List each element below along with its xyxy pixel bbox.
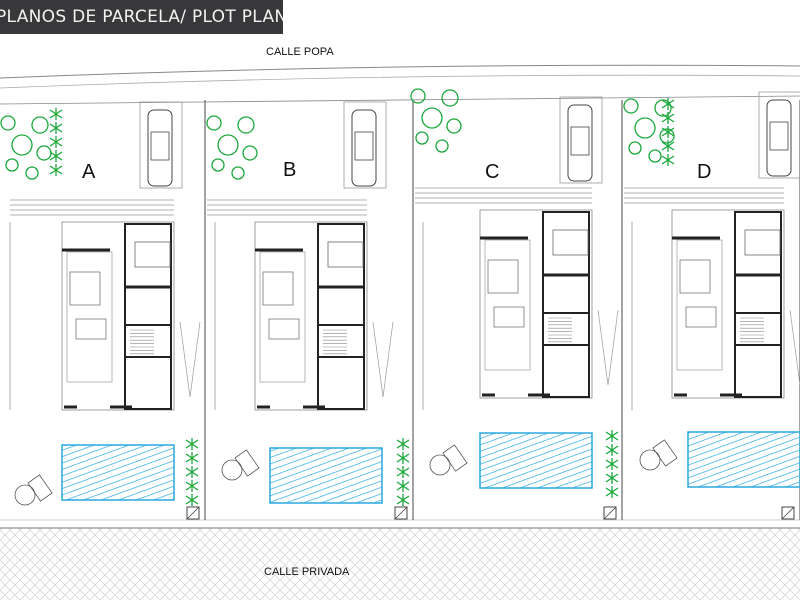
sofa-icon [487,259,519,294]
swimming-pool [687,431,800,488]
lounger-icon [27,474,53,502]
palm-icon [185,438,199,450]
tree-icon [421,107,443,129]
page-title: PLANOS DE PARCELA/ PLOT PLANE [0,0,283,34]
plot-a: A [0,100,206,520]
patio-table-icon [639,449,661,471]
palm-icon [396,438,410,450]
parking-space [758,91,800,179]
swimming-pool [61,444,175,501]
private-street-paving [0,528,800,600]
plot-c: C [410,88,623,520]
patio-table-icon [221,459,243,481]
street-label-bottom: CALLE PRIVADA [264,566,350,578]
plot-b: B [206,100,414,520]
sofa-icon [262,271,294,306]
palm-icon [605,430,619,442]
lounger-icon [652,439,678,467]
bed-icon [134,241,171,268]
sofa-icon [679,259,711,294]
lounger-icon [442,444,468,472]
parking-space [139,101,183,189]
palm-icon [661,98,675,110]
parking-space [559,96,603,184]
dining-table-icon [75,318,107,340]
dining-table-icon [268,318,300,340]
bed-icon [552,229,589,256]
swimming-pool [269,447,383,504]
street-label-top: CALLE POPA [266,46,334,58]
house-wall [734,211,782,398]
dining-table-icon [493,306,525,328]
parking-space [343,101,387,189]
plot-label: D [697,161,711,183]
house-floor-plan [671,209,800,399]
car-icon [351,109,377,187]
tree-icon [11,134,33,156]
patio-table-icon [14,484,36,506]
house-floor-plan [254,221,394,411]
house-wall [542,211,590,398]
house-wall [124,223,172,410]
swimming-pool [479,432,593,489]
tree-icon [634,117,656,139]
lounger-icon [234,449,260,477]
plot-label: C [485,161,499,183]
house-wall [317,223,365,410]
street-top-edge [0,64,800,105]
palm-icon [49,108,63,120]
shower-icon [781,506,795,520]
bed-icon [744,229,781,256]
dining-table-icon [685,306,717,328]
plot-d: D [623,91,800,520]
shower-icon [394,506,408,520]
plot-label: B [283,159,296,181]
house-floor-plan [479,209,619,399]
car-icon [766,99,792,177]
plot-label: A [82,161,96,183]
title-text: PLANOS DE PARCELA/ PLOT PLANE [0,7,283,27]
house-floor-plan [61,221,201,411]
shower-icon [186,506,200,520]
car-icon [147,109,173,187]
shower-icon [603,506,617,520]
patio-table-icon [429,454,451,476]
tree-icon [217,134,239,156]
sofa-icon [69,271,101,306]
car-icon [567,104,593,182]
bed-icon [327,241,364,268]
